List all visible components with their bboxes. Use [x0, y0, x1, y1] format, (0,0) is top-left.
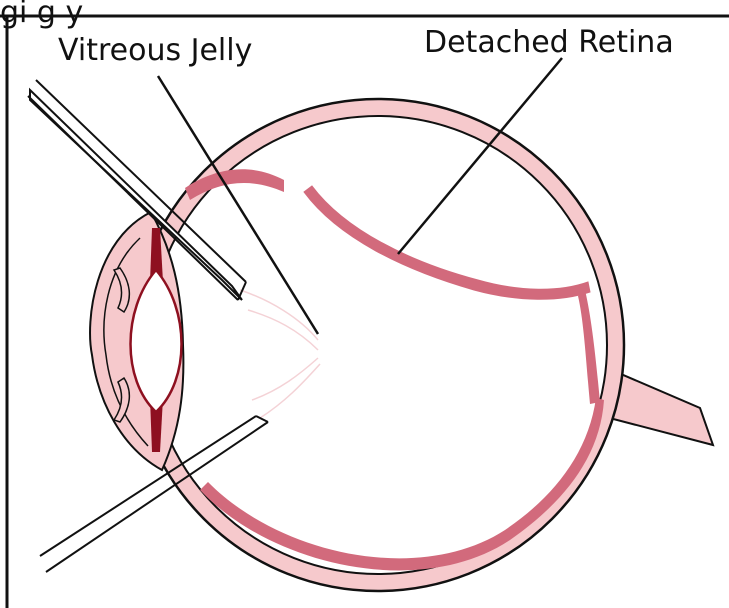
label-vitreous-jelly: Vitreous Jelly	[58, 33, 252, 68]
label-detached-retina: Detached Retina	[424, 25, 674, 60]
